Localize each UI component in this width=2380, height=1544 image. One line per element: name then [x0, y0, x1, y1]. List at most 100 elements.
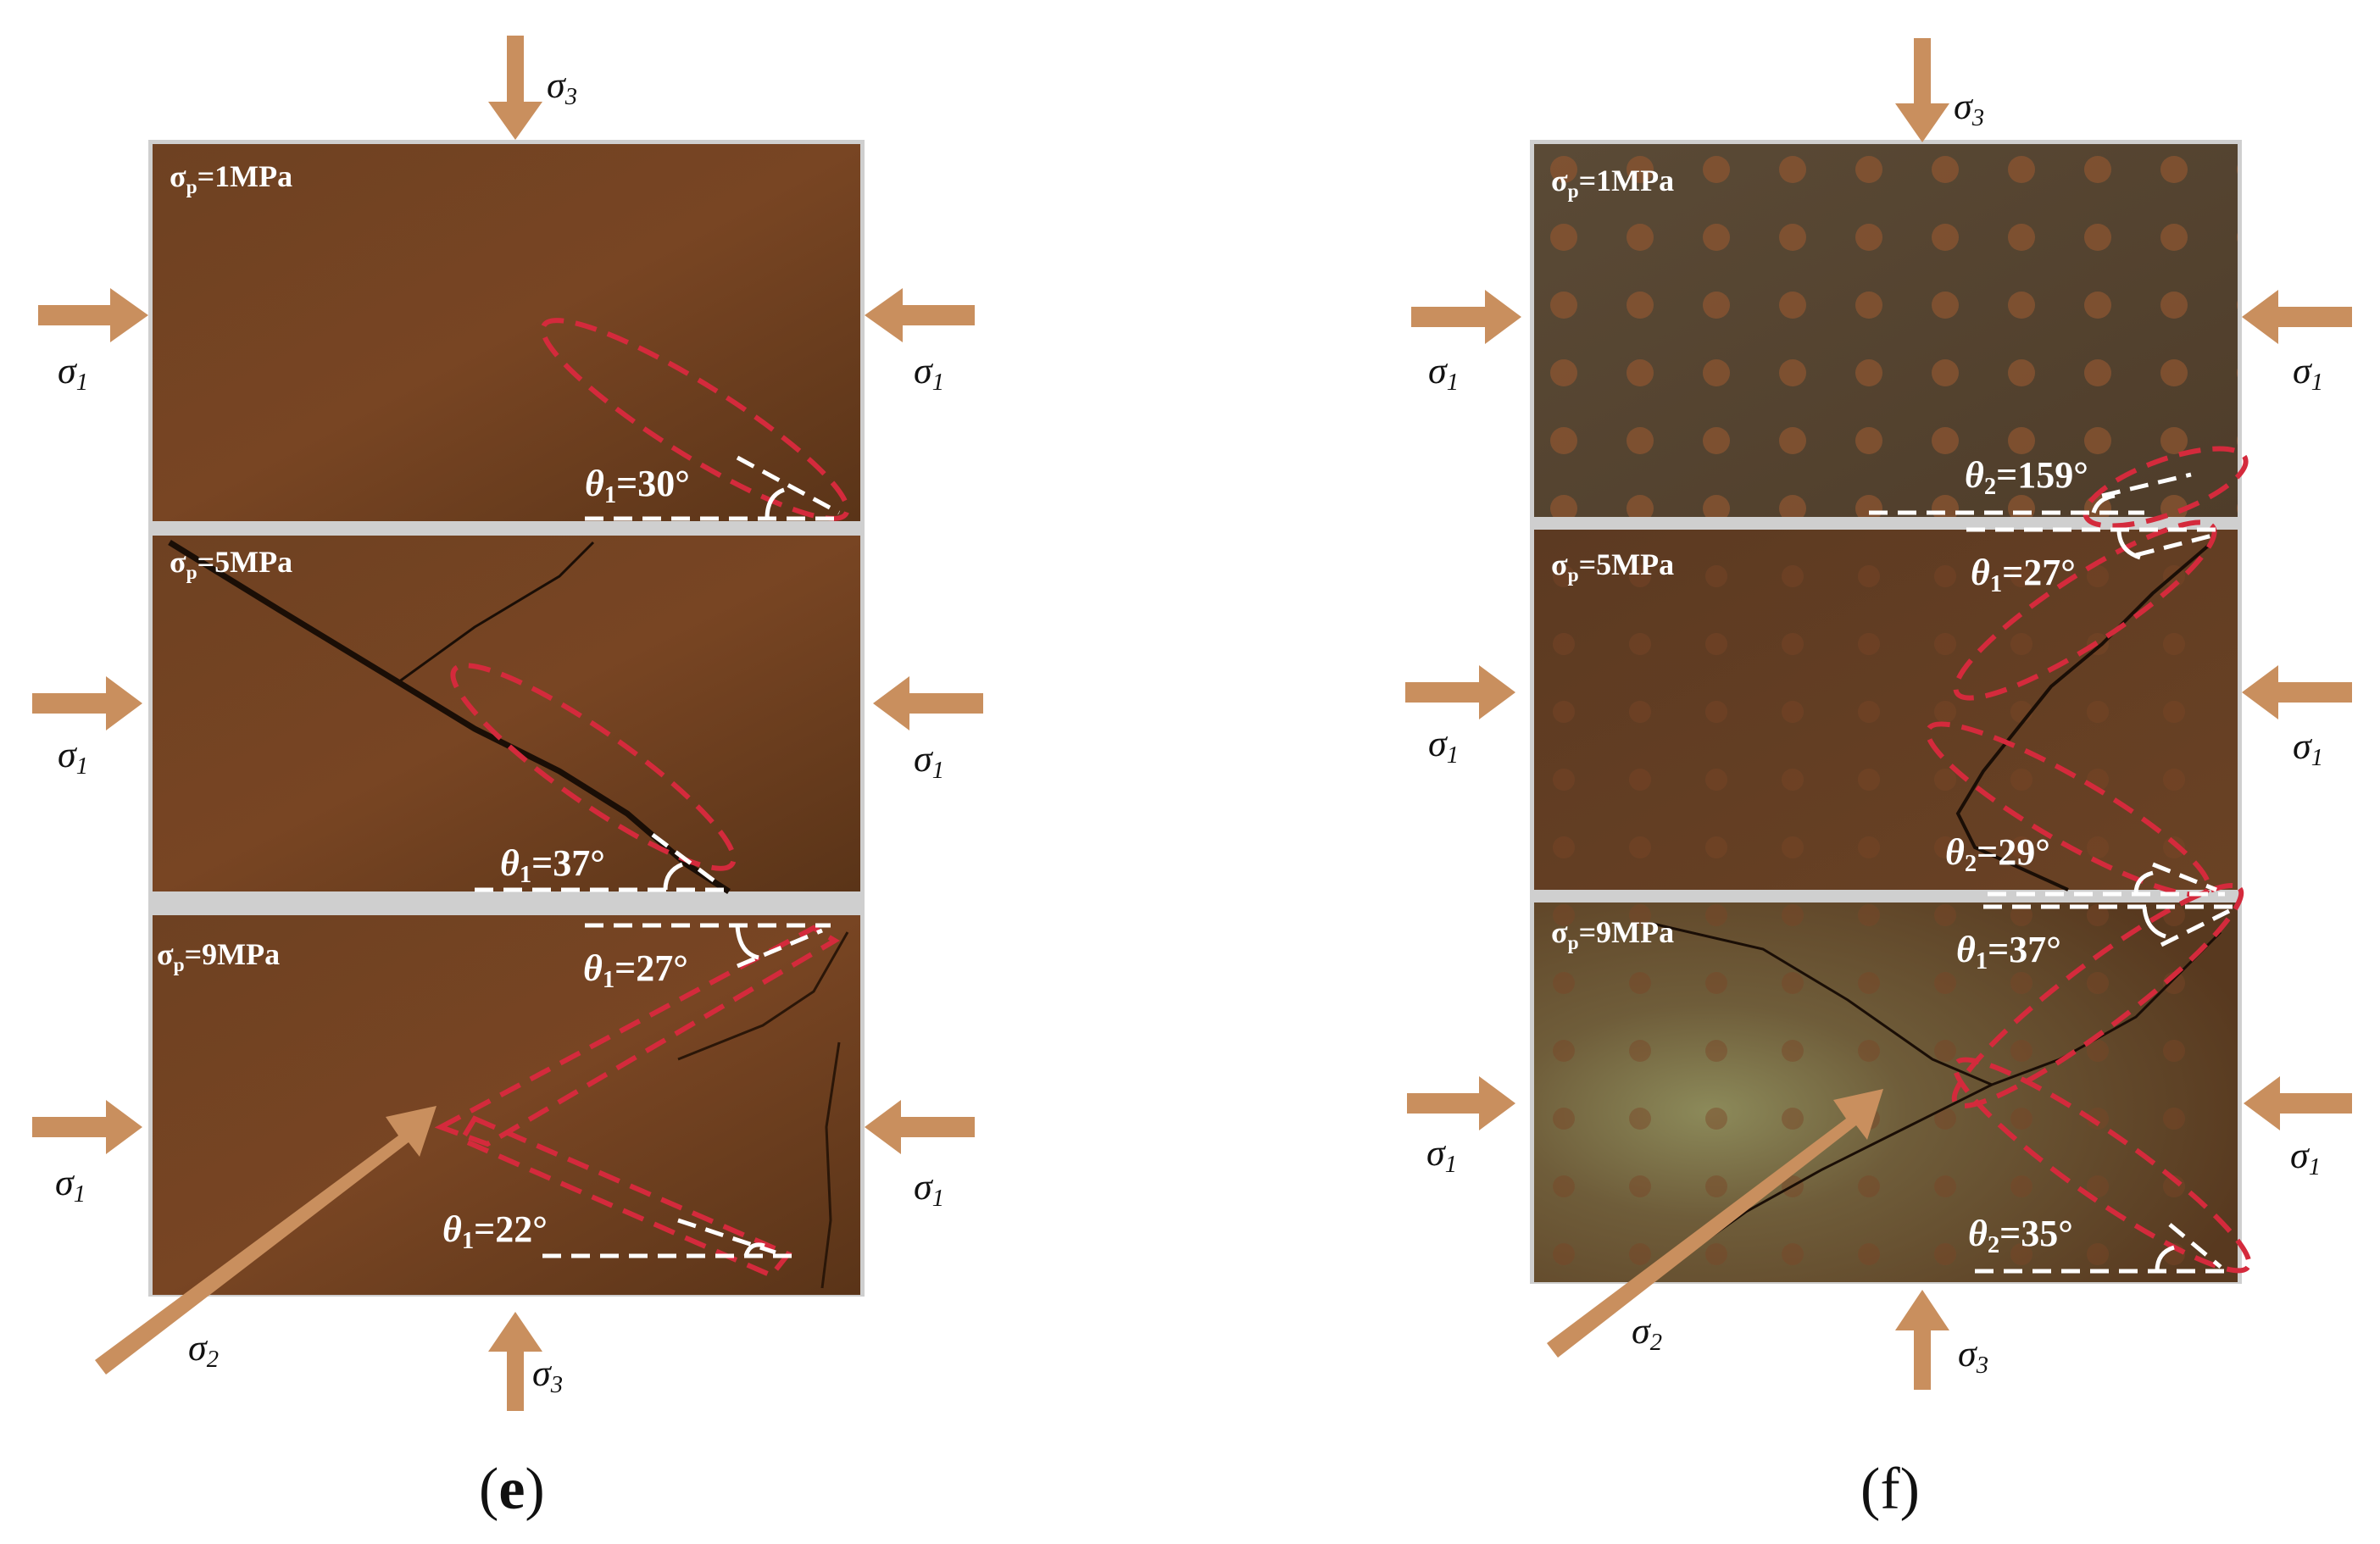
- rock-block-f1-texture: [1534, 144, 2238, 517]
- svg-text:σ3: σ3: [547, 64, 577, 110]
- pressure-e2-value: =5MPa: [197, 545, 292, 579]
- angle-e2-value: =37°: [531, 842, 605, 884]
- svg-text:σp=1MPa: σp=1MPa: [1551, 164, 1674, 203]
- stress-labels-f: σ3 σ1 σ1 σ1 σ1 σ1 σ1 σ2 σ3: [1426, 86, 2323, 1379]
- svg-text:σ1: σ1: [55, 1162, 86, 1208]
- sigma1-left-e1-sub: 1: [76, 369, 88, 396]
- sigma1-right-f1: σ: [2293, 350, 2313, 392]
- stress-arrows-f: [1405, 38, 2352, 1390]
- sigma1-left-e2: σ: [58, 734, 78, 775]
- arrow-sigma1-left-e3: [32, 1100, 142, 1154]
- sigma1-right-e1-sub: 1: [932, 369, 944, 396]
- angle-e3a-sub: 1: [603, 967, 614, 993]
- arrow-sigma1-left-e2: [32, 676, 142, 730]
- sigma1-right-f2: σ: [2293, 725, 2313, 767]
- arrow-sigma3-top-e: [488, 36, 542, 140]
- svg-text:σp=5MPa: σp=5MPa: [170, 545, 292, 584]
- angle-e3a-theta: θ: [583, 947, 603, 989]
- crack-e2-branch: [398, 541, 595, 684]
- angle-markers-e: [475, 455, 841, 1258]
- angle-f3a-value: =37°: [1988, 929, 2061, 970]
- arrow-sigma3-top-f: [1895, 38, 1949, 142]
- crack-outline-f2-upper: [1953, 519, 2217, 701]
- panel-caption-e: (e): [479, 1457, 545, 1522]
- pressure-e3-sigma: σ: [157, 937, 174, 971]
- sigma1-left-f3: σ: [1426, 1132, 1447, 1174]
- angle-labels-f: θ2=159° θ1=27° θ2=29° θ1=37° θ2=35°: [1945, 454, 2088, 1258]
- svg-text:σp=1MPa: σp=1MPa: [170, 159, 292, 198]
- angle-e1-sub: 1: [604, 482, 616, 508]
- pressure-f3-sub: p: [1568, 932, 1579, 954]
- arrow-sigma1-right-e3: [865, 1100, 975, 1154]
- arrow-sigma1-left-f2: [1405, 665, 1515, 719]
- arrow-sigma2-e: [95, 1106, 437, 1375]
- angle-f3a-theta: θ: [1956, 929, 1976, 970]
- svg-text:σ1: σ1: [2290, 1135, 2321, 1180]
- sigma3-bottom-e: σ: [532, 1352, 553, 1394]
- sigma1-left-e3-sub: 1: [74, 1181, 86, 1208]
- svg-text:σ1: σ1: [58, 350, 88, 396]
- sigma1-left-f1-sub: 1: [1447, 369, 1459, 396]
- svg-text:σp=5MPa: σp=5MPa: [1551, 547, 1674, 586]
- angle-e1-value: =30°: [616, 463, 690, 504]
- angle-labels-e: θ1=30° θ1=37° θ1=27° θ1=22°: [442, 463, 690, 1254]
- angle-f2a-sub: 1: [1990, 571, 2002, 597]
- stress-labels-e: σ3 σ1 σ1 σ1 σ1 σ1 σ1 σ2 σ3: [55, 64, 944, 1398]
- crack-f2: [1955, 541, 2214, 891]
- sigma1-right-f3-sub: 1: [2309, 1154, 2321, 1180]
- svg-text:σp=9MPa: σp=9MPa: [1551, 915, 1674, 954]
- sigma1-left-f3-sub: 1: [1445, 1152, 1457, 1178]
- caption-f-close: ): [1900, 1457, 1920, 1522]
- svg-text:σ2: σ2: [1632, 1310, 1662, 1356]
- pressure-e2-sigma: σ: [170, 545, 186, 579]
- sigma3-top-f: σ: [1954, 86, 1974, 127]
- caption-e-close: ): [525, 1457, 544, 1522]
- crack-outline-f3-upper: [1951, 883, 2244, 1108]
- angle-markers-f: [1869, 472, 2238, 1274]
- svg-text:σ1: σ1: [914, 350, 944, 396]
- pressure-f1-value: =1MPa: [1579, 164, 1674, 197]
- sigma2-f: σ: [1632, 1310, 1652, 1352]
- angle-e3b-value: =22°: [474, 1208, 548, 1250]
- arrow-sigma2-f: [1547, 1089, 1883, 1358]
- rock-block-f2-texture: [1534, 530, 2238, 890]
- caption-f-letter: f: [1880, 1457, 1900, 1522]
- angle-f2a-theta: θ: [1971, 552, 1990, 593]
- crack-e3-right: [820, 1041, 841, 1289]
- pressure-e3-value: =9MPa: [185, 937, 280, 971]
- caption-e-open: (: [479, 1457, 498, 1522]
- angle-e2-sub: 1: [520, 862, 531, 888]
- arrow-sigma3-bottom-f: [1895, 1290, 1949, 1390]
- svg-text:θ2=35°: θ2=35°: [1968, 1213, 2073, 1258]
- crack-outline-e3-upper: [434, 925, 840, 1147]
- angle-f2b-sub: 2: [1965, 851, 1977, 877]
- pressure-e1-sigma: σ: [170, 159, 186, 193]
- crack-f3: [1652, 922, 2222, 1086]
- sigma1-right-e2-sub: 1: [932, 758, 944, 784]
- stress-arrows-e: [32, 36, 983, 1411]
- arrow-sigma1-left-f3: [1407, 1076, 1515, 1130]
- sigma1-right-e3-sub: 1: [932, 1186, 944, 1212]
- arrow-sigma3-bottom-e: [488, 1312, 542, 1411]
- sigma1-right-f1-sub: 1: [2311, 369, 2323, 396]
- sigma1-left-e3: σ: [55, 1162, 75, 1203]
- svg-text:θ1=22°: θ1=22°: [442, 1208, 548, 1254]
- svg-text:σ3: σ3: [1958, 1333, 1988, 1379]
- angle-e3b-theta: θ: [442, 1208, 462, 1250]
- angle-f2a-value: =27°: [2002, 552, 2076, 593]
- panel-f: σ3 σ1 σ1 σ1 σ1 σ1 σ1 σ2 σ3 σp=1MPa σp=5M…: [1405, 38, 2352, 1522]
- svg-text:σ1: σ1: [1428, 350, 1459, 396]
- crack-outline-e2: [450, 663, 737, 871]
- angle-f3b-sub: 2: [1988, 1232, 1999, 1258]
- svg-text:θ1=27°: θ1=27°: [583, 947, 688, 993]
- sigma1-left-e1: σ: [58, 350, 78, 392]
- pressure-f3-value: =9MPa: [1579, 915, 1674, 949]
- svg-text:σ3: σ3: [532, 1352, 563, 1398]
- pressure-labels-e: σp=1MPa σp=5MPa σp=9MPa: [157, 159, 292, 976]
- svg-text:σ1: σ1: [58, 734, 88, 780]
- crack-e3: [677, 931, 849, 1061]
- arrow-sigma1-left-e1: [38, 288, 148, 342]
- pressure-e1-sub: p: [186, 176, 197, 198]
- crack-outline-f3-lower: [1952, 1057, 2252, 1274]
